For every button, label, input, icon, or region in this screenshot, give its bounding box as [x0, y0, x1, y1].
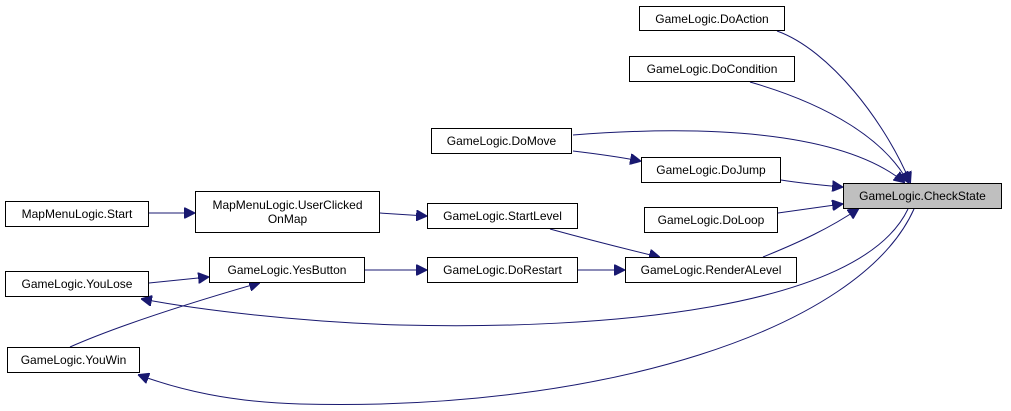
edge-user-clicked-on-map-to-start-level: [379, 213, 426, 216]
node-render-a-level-label: GameLogic.RenderALevel: [640, 263, 782, 277]
node-check-state-label: GameLogic.CheckState: [859, 189, 986, 203]
node-do-jump[interactable]: GameLogic.DoJump: [641, 157, 781, 183]
node-yes-button-label: GameLogic.YesButton: [227, 263, 347, 277]
edge-do-jump-to-check-state: [780, 179, 842, 187]
edge-do-condition-to-check-state: [749, 81, 908, 182]
edge-render-a-level-to-check-state: [762, 209, 858, 258]
node-do-action[interactable]: GameLogic.DoAction: [639, 6, 785, 31]
edge-do-move-to-do-jump: [572, 150, 640, 161]
node-start-level-label: GameLogic.StartLevel: [443, 209, 562, 223]
node-do-action-label: GameLogic.DoAction: [655, 11, 769, 26]
node-map-menu-start-label: MapMenuLogic.Start: [21, 207, 133, 221]
edge-do-loop-to-check-state: [777, 204, 842, 214]
edge-you-win-to-yes-button: [69, 283, 259, 348]
edge-start-level-to-render-a-level: [549, 228, 659, 257]
node-do-loop[interactable]: GameLogic.DoLoop: [644, 207, 778, 233]
node-you-win[interactable]: GameLogic.YouWin: [7, 347, 140, 373]
node-do-restart-label: GameLogic.DoRestart: [443, 263, 562, 277]
node-do-condition-label: GameLogic.DoCondition: [646, 62, 778, 76]
node-user-clicked-on-map[interactable]: MapMenuLogic.UserClicked OnMap: [195, 191, 380, 233]
node-do-condition[interactable]: GameLogic.DoCondition: [629, 56, 795, 82]
node-you-lose[interactable]: GameLogic.YouLose: [5, 271, 149, 297]
node-user-clicked-on-map-label-line2: OnMap: [267, 212, 308, 226]
node-you-win-label: GameLogic.YouWin: [20, 353, 127, 367]
node-do-loop-label: GameLogic.DoLoop: [657, 213, 765, 227]
node-check-state: GameLogic.CheckState: [843, 183, 1002, 209]
edge-do-action-to-check-state: [776, 30, 910, 182]
node-start-level[interactable]: GameLogic.StartLevel: [427, 203, 578, 229]
node-do-move-label: GameLogic.DoMove: [446, 134, 557, 148]
node-render-a-level[interactable]: GameLogic.RenderALevel: [625, 257, 797, 283]
node-do-restart[interactable]: GameLogic.DoRestart: [427, 257, 578, 283]
node-do-jump-label: GameLogic.DoJump: [656, 163, 766, 177]
node-user-clicked-on-map-label-line1: MapMenuLogic.UserClicked: [212, 198, 363, 212]
node-you-lose-label: GameLogic.YouLose: [21, 277, 133, 291]
edge-check-state-to-you-lose: [142, 208, 909, 327]
edge-you-lose-to-yes-button: [148, 277, 208, 283]
node-map-menu-start[interactable]: MapMenuLogic.Start: [5, 201, 149, 227]
node-yes-button[interactable]: GameLogic.YesButton: [209, 257, 365, 283]
node-do-move[interactable]: GameLogic.DoMove: [431, 128, 572, 154]
edge-check-state-to-you-win: [139, 208, 915, 406]
edge-do-move-to-check-state: [572, 130, 904, 182]
